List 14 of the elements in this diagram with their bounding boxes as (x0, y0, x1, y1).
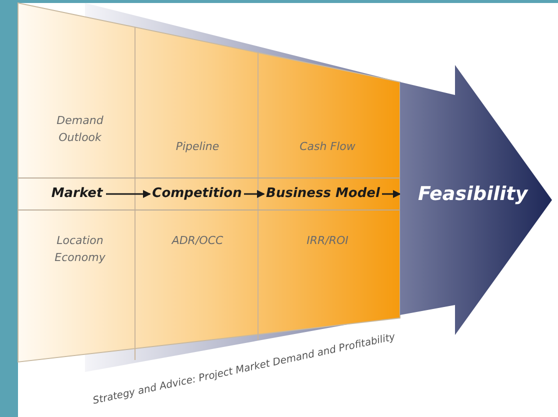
cell-label: Demand Outlook (56, 113, 104, 146)
step-label: Feasibility (418, 182, 528, 207)
arrow (244, 190, 265, 198)
cell-label: Location Economy (54, 233, 106, 266)
arrow (106, 190, 151, 198)
arrow (382, 190, 401, 198)
chevron-arrow-shape (400, 65, 552, 335)
step-label: Competition (150, 181, 244, 207)
step-label: Market (48, 181, 106, 207)
cell-label: Pipeline (174, 139, 220, 155)
cell-label: Cash Flow (298, 139, 356, 155)
cell-label: IRR/ROI (306, 233, 350, 249)
cell-label: ADR/OCC (170, 233, 224, 249)
step-label: Business Model (264, 181, 382, 207)
